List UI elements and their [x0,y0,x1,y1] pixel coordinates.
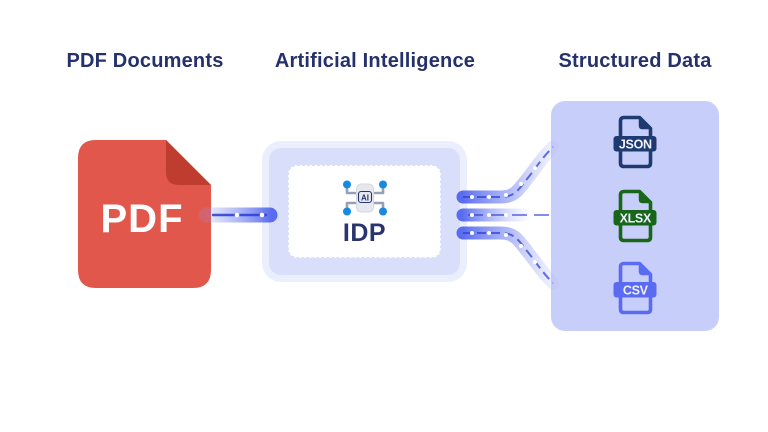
chip-node-dot [342,180,351,189]
title-artificial-intelligence: Artificial Intelligence [274,50,476,72]
json-file-icon: JSON [613,115,657,169]
chip-node-dot [378,180,387,189]
title-structured-data: Structured Data [558,50,712,72]
pipe-idp-to-json [456,140,560,204]
pdf-file-icon: PDF [78,140,211,288]
ai-chip-icon: AI [342,180,387,216]
json-file-label: JSON [619,137,652,151]
idp-label: IDP [342,218,387,247]
pipe-idp-to-xlsx [456,208,550,222]
pdf-document-icon: PDF [78,140,211,288]
chip-node-dot [378,207,387,216]
ai-chip-label: AI [361,193,369,202]
csv-file-icon: CSV [613,261,657,315]
pipe-idp-to-csv [456,226,560,290]
pdf-folded-corner [166,140,211,185]
chip-node-dot [342,207,351,216]
structured-data-panel: JSON XLSX CSV [551,101,719,331]
csv-file-label: CSV [623,283,649,297]
xlsx-file-icon: XLSX [613,189,657,243]
title-pdf-documents: PDF Documents [66,50,224,72]
pdf-label: PDF [101,197,184,241]
idp-inner-card: AI IDP [288,165,441,258]
idp-box: AI IDP [269,148,460,275]
pipe-pdf-to-idp [198,207,278,223]
xlsx-file-label: XLSX [620,211,652,225]
